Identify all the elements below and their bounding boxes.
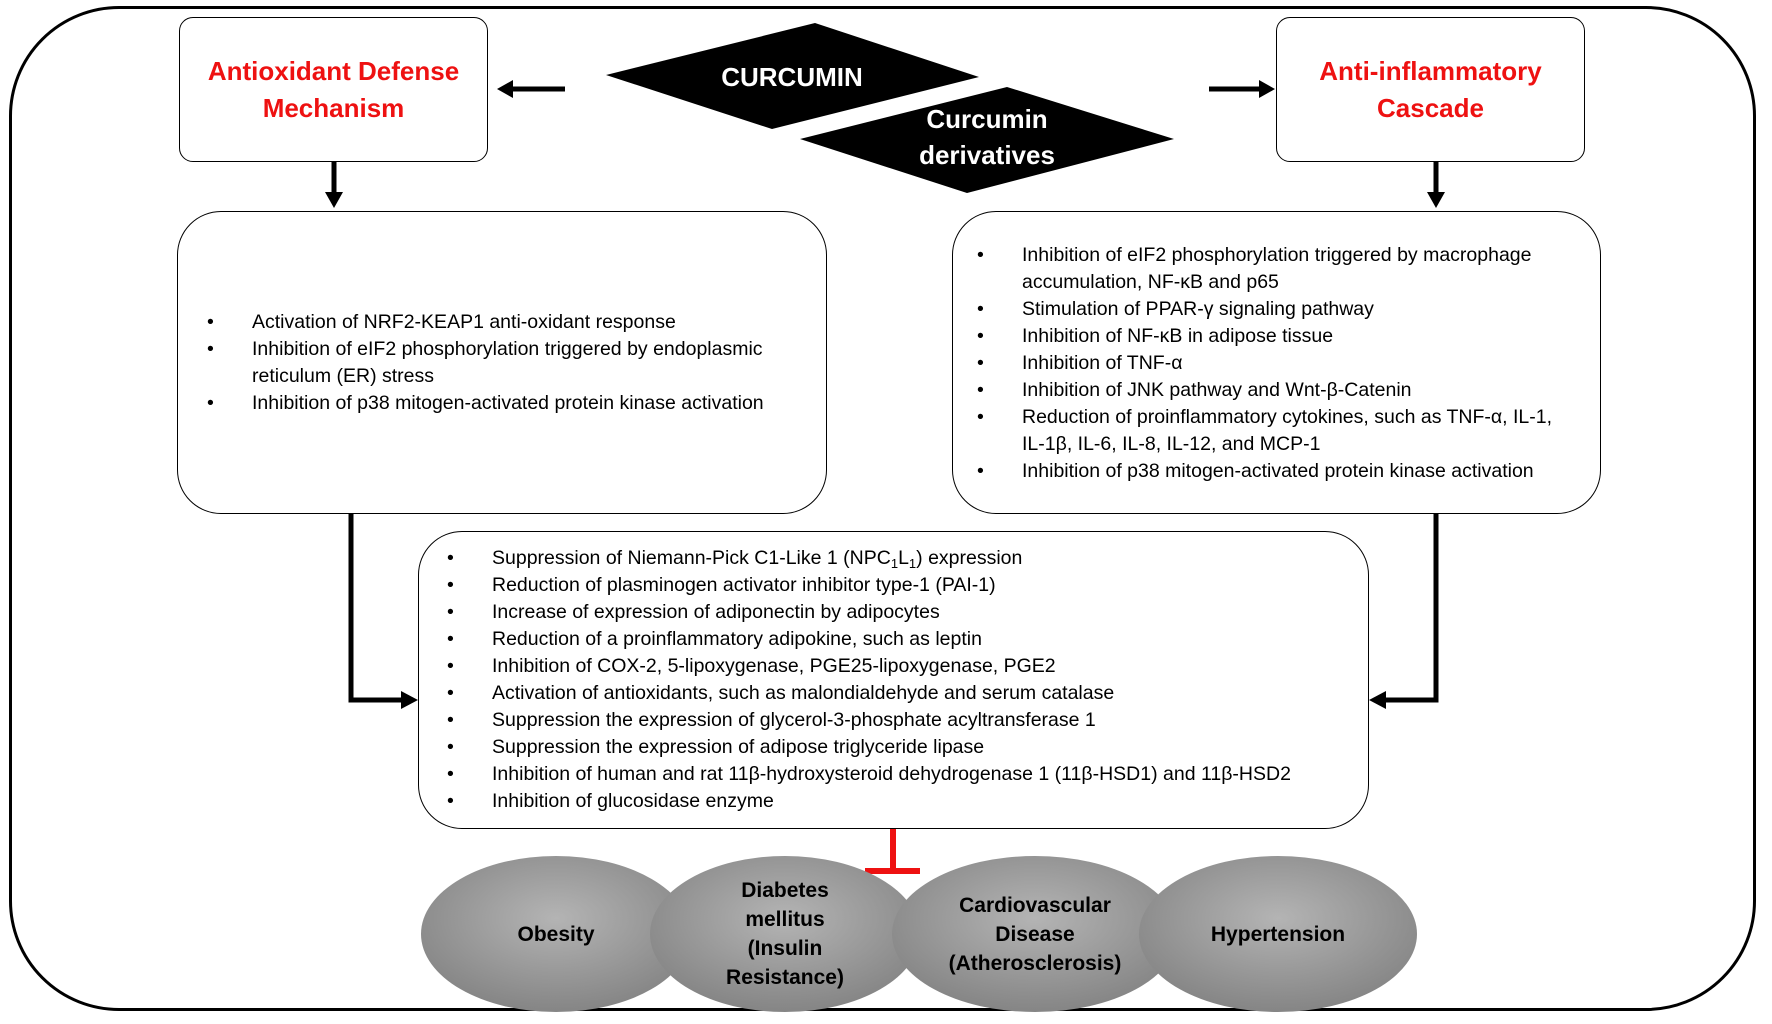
- list-item: Inhibition of human and rat 11β-hydroxys…: [441, 761, 1351, 788]
- ellipse-diabetes: [650, 856, 920, 1012]
- arrowhead-right: [1259, 80, 1275, 98]
- arrowhead-left-down: [325, 192, 343, 208]
- npc-text-prefix: Suppression of Niemann-Pick C1-Like 1 (N…: [492, 547, 891, 569]
- npc-subscript-2: 1: [908, 556, 917, 571]
- arrowhead-into-bottom-right: [1369, 691, 1386, 709]
- list-item: Inhibition of TNF-α: [971, 350, 1566, 377]
- derivatives-diamond: [800, 87, 1174, 193]
- antioxidant-list: Activation of NRF2-KEAP1 anti-oxidant re…: [201, 309, 801, 417]
- arrowhead-into-bottom-left: [401, 691, 418, 709]
- list-item: Activation of NRF2-KEAP1 anti-oxidant re…: [201, 309, 801, 336]
- list-item: Reduction of proinflammatory cytokines, …: [971, 404, 1566, 458]
- connector-right-bottom: [1383, 513, 1439, 703]
- list-item: Activation of antioxidants, such as malo…: [441, 680, 1351, 707]
- derivatives-line1: Curcumin: [926, 104, 1048, 134]
- antioxidant-header-box: Antioxidant Defense Mechanism: [179, 17, 488, 162]
- connector-left-bottom: [348, 513, 404, 703]
- list-item: Inhibition of JNK pathway and Wnt-β-Cate…: [971, 377, 1566, 404]
- npc-text-suffix: ) expression: [916, 547, 1023, 569]
- effects-list-box: Suppression of Niemann-Pick C1-Like 1 (N…: [418, 531, 1369, 829]
- arrowhead-right-down: [1427, 192, 1445, 208]
- cardio-line3: (Atherosclerosis): [948, 951, 1122, 975]
- antioxidant-list-box: Activation of NRF2-KEAP1 anti-oxidant re…: [177, 211, 827, 514]
- outcome-cardio-label: Cardiovascular Disease (Atherosclerosis): [925, 878, 1145, 990]
- hypertension-text: Hypertension: [1210, 922, 1346, 946]
- cardio-line1: Cardiovascular: [959, 893, 1111, 917]
- list-item: Inhibition of p38 mitogen-activated prot…: [201, 390, 801, 417]
- ellipse-obesity: [421, 856, 691, 1012]
- diabetes-line3: (Insulin: [747, 937, 823, 960]
- list-item: Suppression the expression of glycerol-3…: [441, 707, 1351, 734]
- list-item: Inhibition of glucosidase enzyme: [441, 788, 1351, 815]
- ellipse-hypertension: [1139, 856, 1417, 1012]
- derivatives-line2: derivatives: [919, 140, 1055, 170]
- curcumin-diamond: [606, 23, 979, 129]
- list-item: Inhibition of eIF2 phosphorylation trigg…: [971, 242, 1566, 296]
- antiinflammatory-list: Inhibition of eIF2 phosphorylation trigg…: [971, 242, 1566, 485]
- diabetes-line2: mellitus: [745, 908, 825, 931]
- list-item: Inhibition of p38 mitogen-activated prot…: [971, 458, 1566, 485]
- effects-list: Suppression of Niemann-Pick C1-Like 1 (N…: [441, 545, 1351, 815]
- antioxidant-header-line1: Antioxidant Defense: [207, 55, 460, 86]
- antioxidant-header-line2: Mechanism: [262, 92, 405, 123]
- list-item: Inhibition of NF-κB in adipose tissue: [971, 323, 1566, 350]
- arrowhead-left: [497, 80, 513, 98]
- antiinflammatory-list-box: Inhibition of eIF2 phosphorylation trigg…: [952, 211, 1601, 514]
- outcome-hypertension-label: Hypertension: [1178, 880, 1378, 988]
- list-item: Reduction of plasminogen activator inhib…: [441, 572, 1351, 599]
- outcome-diabetes-label: Diabetes mellitus (Insulin Resistance): [690, 876, 880, 992]
- list-item: Stimulation of PPAR-γ signaling pathway: [971, 296, 1566, 323]
- npc-text-mid: L: [898, 547, 909, 569]
- list-item: Inhibition of eIF2 phosphorylation trigg…: [201, 336, 801, 390]
- outcome-obesity-label: Obesity: [461, 880, 651, 988]
- ellipse-cardio: [892, 856, 1178, 1012]
- outer-frame: [9, 6, 1756, 1011]
- list-item: Increase of expression of adiponectin by…: [441, 599, 1351, 626]
- npc-subscript-1: 1: [890, 556, 899, 571]
- antiinflammatory-header-box: Anti-inflammatory Cascade: [1276, 17, 1585, 162]
- list-item: Reduction of a proinflammatory adipokine…: [441, 626, 1351, 653]
- antiinflammatory-header-line1: Anti-inflammatory: [1319, 55, 1542, 86]
- derivatives-label: Curcumin derivatives: [887, 101, 1087, 173]
- curcumin-label: CURCUMIN: [721, 62, 863, 92]
- diabetes-line1: Diabetes: [741, 879, 829, 902]
- list-item: Suppression the expression of adipose tr…: [441, 734, 1351, 761]
- list-item: Inhibition of COX-2, 5-lipoxygenase, PGE…: [441, 653, 1351, 680]
- cardio-line2: Disease: [995, 922, 1075, 946]
- diabetes-line4: Resistance): [726, 966, 844, 989]
- obesity-text: Obesity: [517, 922, 595, 946]
- list-item: Suppression of Niemann-Pick C1-Like 1 (N…: [441, 545, 1351, 572]
- antiinflammatory-header-line2: Cascade: [1377, 92, 1484, 123]
